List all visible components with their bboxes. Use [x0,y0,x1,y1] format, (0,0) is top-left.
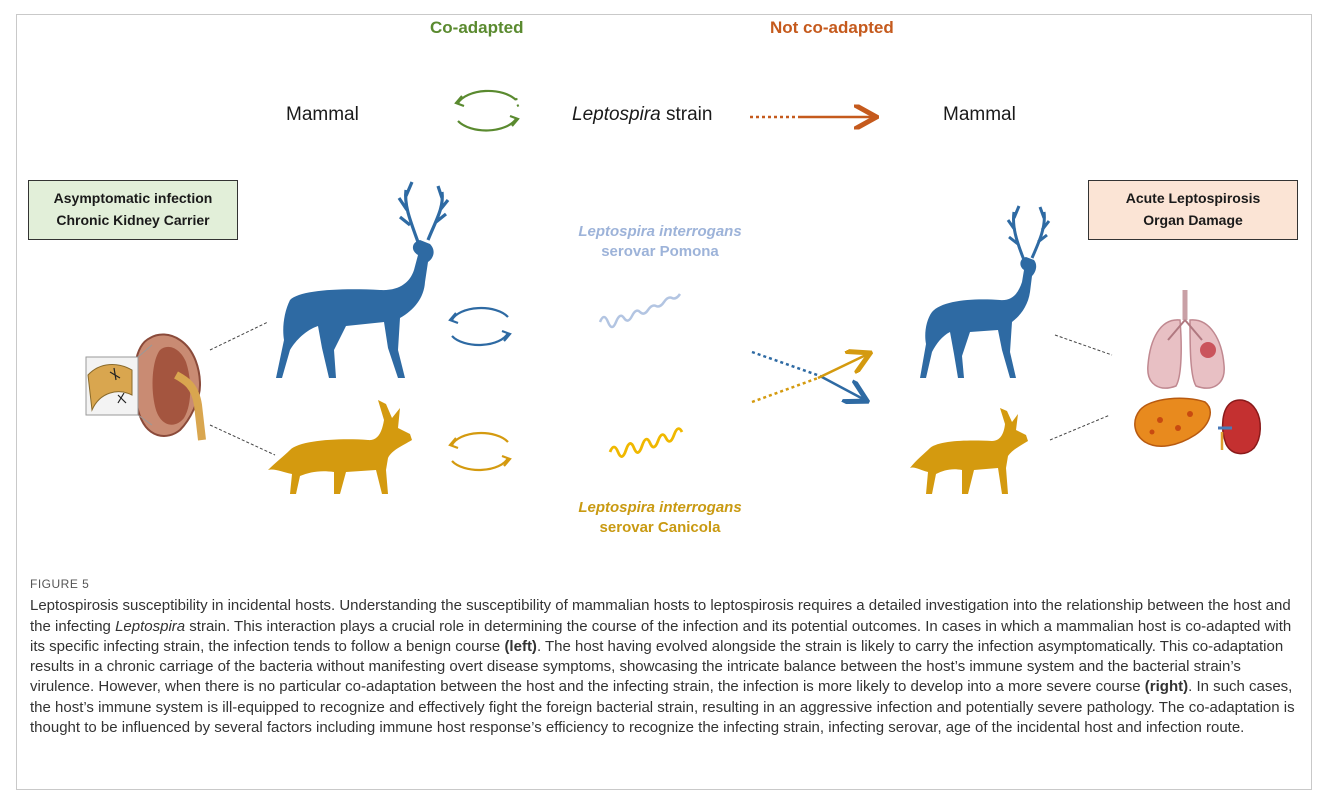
canicola-spirochete-icon [608,427,684,458]
caption-part-2: strain. This interaction plays a crucial… [30,617,1292,655]
figure-label: FIGURE 5 [30,577,90,591]
box-acute-line2: Organ Damage [1143,212,1243,228]
caption-left-marker: (left) [504,637,537,655]
connector-line [1049,414,1111,441]
connector-line [209,424,276,456]
caption-body: Leptospirosis susceptibility in incident… [30,596,1300,738]
caption-part-4: . In such cases, the host’s immune syste… [30,678,1295,737]
dog-cycle-icon [448,431,512,472]
caption-part-1: Leptospirosis susceptibility in incident… [30,597,1291,635]
label-serovar-pomona: Leptospira interrogans serovar Pomona [560,222,760,262]
box-acute-line1: Acute Leptospirosis [1125,190,1261,206]
pomona-serovar: serovar Pomona [601,243,719,260]
lungs-illustration [1147,290,1225,389]
box-asymptomatic: Asymptomatic infection Chronic Kidney Ca… [28,180,238,240]
co-adapted-cycle-icon [454,89,520,132]
liver-illustration [1134,397,1211,447]
caption-right-marker: (right) [1144,678,1189,696]
connector-line [209,321,269,351]
legend-not-co-adapted: Not co-adapted [770,18,894,37]
dog-left-icon [268,400,412,494]
kidney-illustration [85,333,206,441]
canicola-species: Leptospira interrogans [578,499,742,516]
label-mammal-left: Mammal [286,104,359,125]
figure-illustration: Co-adapted Not co-adapted Mammal Leptosp… [28,18,1298,538]
box-asymptomatic-line2: Chronic Kidney Carrier [56,212,210,228]
box-acute: Acute Leptospirosis Organ Damage [1088,180,1298,240]
caption-italic-leptospira: Leptospira [115,617,186,635]
pomona-spirochete-icon [598,293,682,329]
not-co-adapted-cross-arrows [751,352,868,402]
label-leptospira-genus: Leptospira [572,104,661,125]
label-serovar-canicola: Leptospira interrogans serovar Canicola [560,498,760,538]
organ-kidney-illustration [1218,399,1261,455]
figure-frame [16,14,1312,790]
label-strain-word: strain [660,104,713,125]
legend-co-adapted: Co-adapted [430,18,524,37]
label-leptospira-strain: Leptospira strain [572,104,712,126]
figure-caption: FIGURE 5 Leptospirosis susceptibility in… [30,574,1300,738]
box-asymptomatic-line1: Asymptomatic infection [53,190,213,206]
dog-right-icon [910,408,1028,494]
connector-line [1054,334,1113,356]
label-mammal-right: Mammal [943,104,1016,125]
figure-graphics [85,89,1261,494]
pomona-species: Leptospira interrogans [578,223,742,240]
deer-right-icon [920,205,1051,378]
deer-cycle-icon [448,306,512,347]
canicola-serovar: serovar Canicola [599,519,721,536]
caption-part-3: . The host having evolved alongside the … [30,637,1284,696]
deer-left-icon [276,181,450,378]
